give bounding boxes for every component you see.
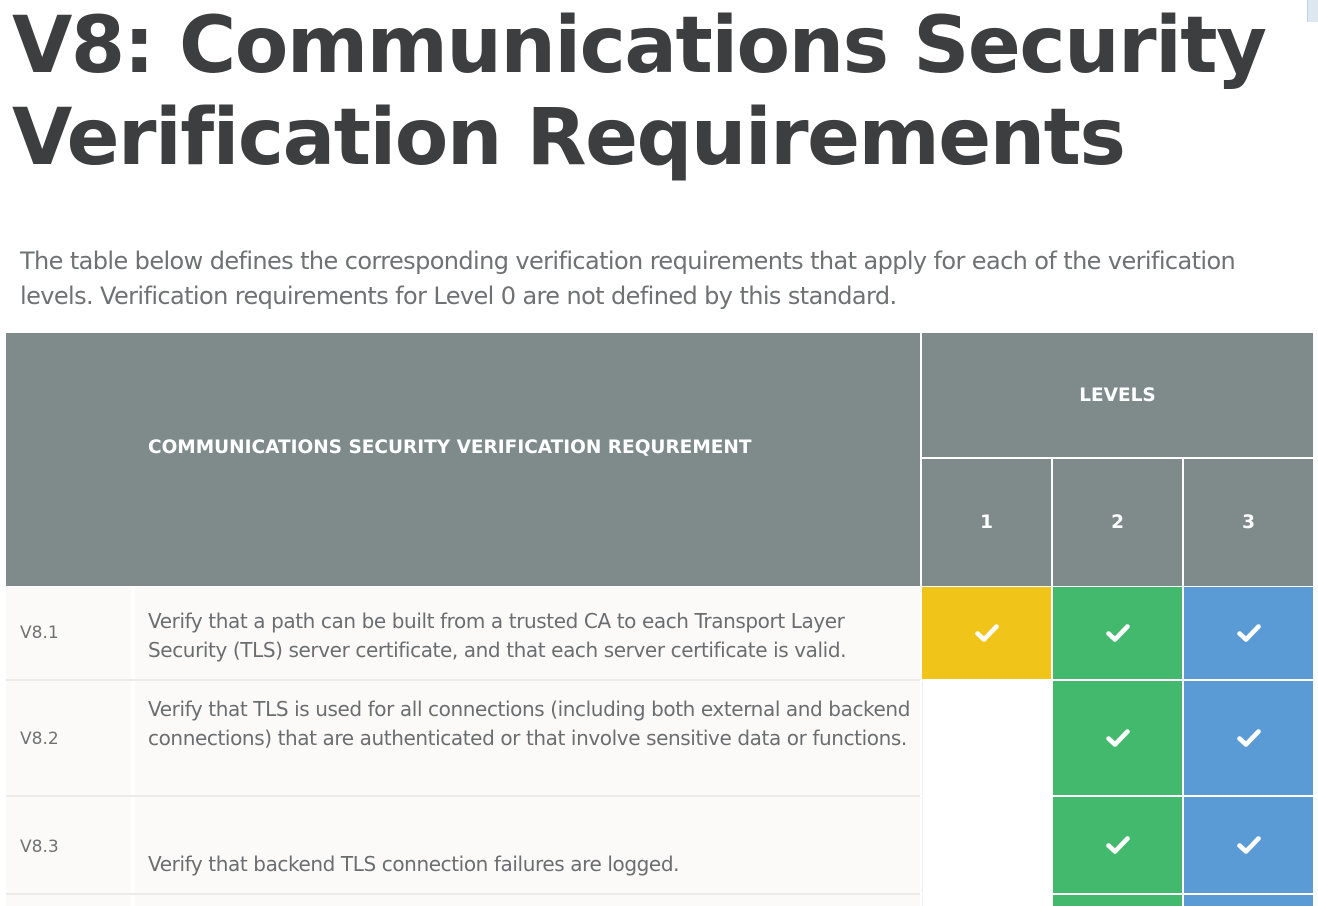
requirement-header-cell: COMMUNICATIONS SECURITY VERIFICATION REQ… [6, 333, 920, 586]
check-icon [1236, 728, 1261, 748]
row-divider [6, 795, 920, 797]
level-2-header: 2 [1053, 459, 1182, 586]
row-divider [6, 893, 920, 895]
level-1-header: 1 [922, 459, 1051, 586]
check-icon [1105, 623, 1130, 643]
level-1-cell [922, 895, 1052, 906]
check-icon [974, 623, 999, 643]
level-3-cell [1184, 797, 1313, 893]
row-divider [6, 679, 920, 681]
level-2-cell [1053, 681, 1182, 795]
table-row: V8.2 Verify that TLS is used for all con… [6, 681, 1313, 795]
table-row: V8.3 Verify that backend TLS connection … [6, 797, 1313, 893]
intro-paragraph: The table below defines the correspondin… [20, 247, 1236, 310]
requirement-text: Verify that backend TLS connection failu… [135, 797, 920, 893]
level-3-label: 3 [1242, 512, 1255, 533]
level-3-cell [1184, 587, 1313, 679]
level-2-cell [1053, 895, 1182, 906]
page-title-line-1: V8: Communications Security [12, 1, 1267, 91]
level-3-cell [1184, 895, 1313, 906]
requirements-table: COMMUNICATIONS SECURITY VERIFICATION REQ… [6, 333, 1313, 906]
page-title: V8: Communications Security Verification… [12, 0, 1312, 184]
level-1-label: 1 [980, 512, 993, 533]
level-3-cell [1184, 681, 1313, 795]
level-3-header: 3 [1184, 459, 1313, 586]
requirement-id: V8.2 [6, 681, 133, 795]
level-1-cell [922, 797, 1052, 893]
requirement-text: Verify that TLS is used for all connecti… [135, 681, 920, 795]
requirement-id: V8.3 [6, 797, 133, 893]
level-2-cell [1053, 797, 1182, 893]
requirement-id [6, 895, 133, 906]
check-icon [1105, 835, 1130, 855]
scroll-corner [1307, 0, 1318, 22]
table-row [6, 895, 1313, 906]
level-1-cell [922, 587, 1051, 679]
requirement-header-label: COMMUNICATIONS SECURITY VERIFICATION REQ… [148, 437, 752, 458]
table-row: V8.1 Verify that a path can be built fro… [6, 587, 1313, 679]
levels-header-cell: LEVELS [922, 333, 1313, 457]
check-icon [1236, 835, 1261, 855]
page-title-line-2: Verification Requirements [12, 93, 1126, 183]
requirement-text: Verify that a path can be built from a t… [135, 587, 920, 679]
level-1-cell [922, 681, 1052, 795]
requirement-id: V8.1 [6, 587, 133, 679]
check-icon [1236, 623, 1261, 643]
level-2-cell [1053, 587, 1182, 679]
check-icon [1105, 728, 1130, 748]
requirement-text [135, 895, 920, 906]
level-2-label: 2 [1111, 512, 1124, 533]
levels-header-label: LEVELS [1079, 384, 1156, 406]
